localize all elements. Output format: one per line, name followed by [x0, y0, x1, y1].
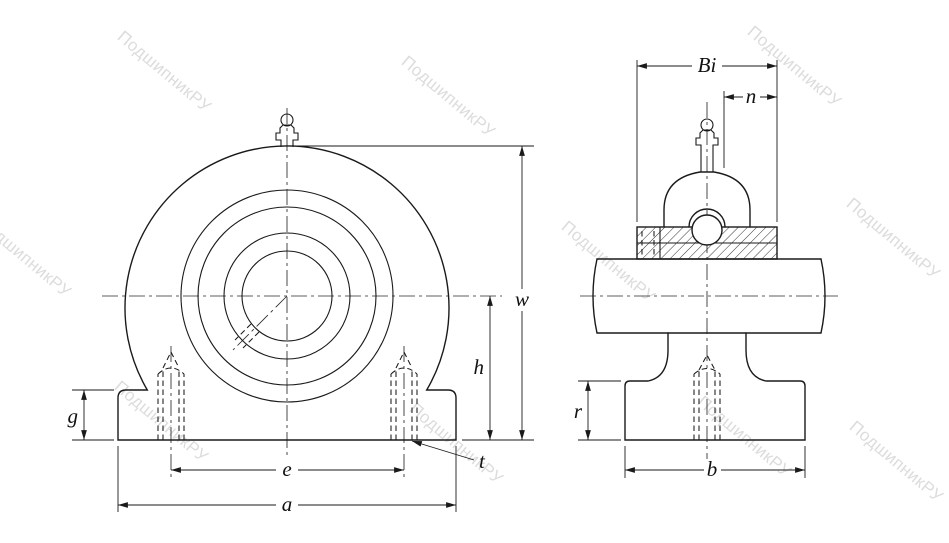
- front-view: w h g e: [68, 108, 534, 516]
- tapped-hole-right: [390, 350, 418, 440]
- set-screw-hidden: [234, 323, 260, 349]
- dimension-g: g: [68, 389, 114, 441]
- dimension-t: t: [411, 440, 486, 473]
- dim-label-r: r: [574, 399, 583, 423]
- dimension-h: h: [474, 296, 493, 440]
- dim-label-h: h: [474, 355, 485, 379]
- dim-label-g: g: [68, 404, 79, 428]
- dimension-b: b: [624, 446, 806, 481]
- bearing-circles: [180, 189, 394, 403]
- bearing-section: [636, 208, 778, 260]
- tapped-hole-side: [693, 353, 721, 440]
- side-centerlines: [580, 102, 838, 468]
- dimension-n: n: [723, 84, 777, 168]
- grease-fitting-icon: [695, 118, 719, 172]
- front-centerlines: [102, 108, 502, 478]
- grease-fitting-icon: [275, 113, 299, 147]
- race-arc: [688, 208, 726, 228]
- tapped-hole-left: [157, 350, 185, 440]
- dim-label-b: b: [707, 457, 718, 481]
- dim-label-a: a: [282, 492, 293, 516]
- dim-label-e: e: [282, 457, 291, 481]
- side-view: Bi n r b: [574, 53, 838, 481]
- dim-label-n: n: [746, 84, 757, 108]
- housing-cap: [663, 171, 751, 228]
- dim-label-t: t: [479, 449, 486, 473]
- dimension-Bi: Bi: [636, 53, 778, 222]
- dim-label-Bi: Bi: [698, 53, 717, 77]
- dim-label-w: w: [515, 287, 529, 311]
- dimension-w: w: [294, 145, 534, 441]
- ball: [691, 214, 723, 246]
- dimension-r: r: [574, 380, 621, 441]
- pedestal-base-outline: [624, 332, 806, 441]
- housing-outline: [117, 145, 457, 441]
- dimension-a: a: [117, 446, 457, 516]
- dimension-e: e: [171, 457, 404, 481]
